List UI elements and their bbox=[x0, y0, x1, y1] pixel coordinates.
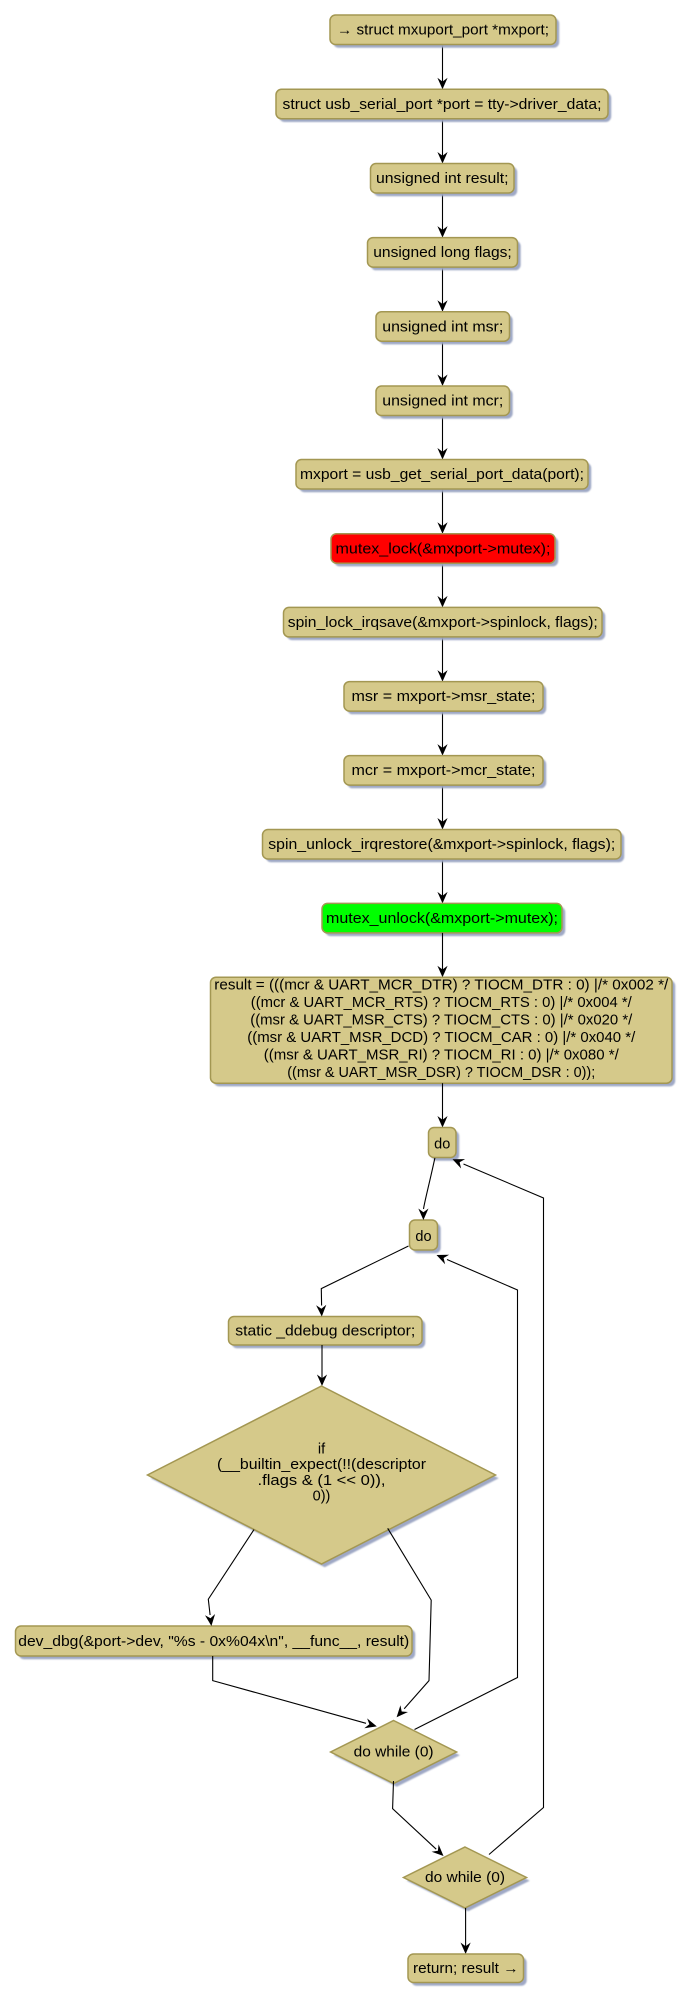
svg-text:return; result →: return; result → bbox=[413, 1961, 519, 1977]
svg-text:spin_lock_irqsave(&mxport->spi: spin_lock_irqsave(&mxport->spinlock, fla… bbox=[288, 615, 598, 631]
svg-text:msr = mxport->msr_state;: msr = mxport->msr_state; bbox=[352, 689, 536, 705]
svg-text:mxport = usb_get_serial_port_d: mxport = usb_get_serial_port_data(port); bbox=[300, 467, 584, 483]
svg-text:0)): 0)) bbox=[313, 1489, 331, 1505]
svg-text:unsigned int result;: unsigned int result; bbox=[376, 171, 509, 187]
svg-text:((msr & UART_MSR_DSR) ? TIOCM_: ((msr & UART_MSR_DSR) ? TIOCM_DSR : 0)); bbox=[287, 1065, 595, 1081]
svg-text:(__builtin_expect(!!(descripto: (__builtin_expect(!!(descriptor bbox=[217, 1457, 426, 1473]
svg-text:do while (0): do while (0) bbox=[425, 1870, 505, 1886]
svg-text:((msr & UART_MSR_CTS) ? TIOCM_: ((msr & UART_MSR_CTS) ? TIOCM_CTS : 0) |… bbox=[250, 1012, 633, 1028]
svg-text:static _ddebug descriptor;: static _ddebug descriptor; bbox=[235, 1324, 415, 1340]
svg-text:dev_dbg(&port->dev, "%s - 0x%0: dev_dbg(&port->dev, "%s - 0x%04x\n", __f… bbox=[18, 1634, 409, 1650]
svg-text:if: if bbox=[318, 1441, 326, 1457]
svg-text:mutex_lock(&mxport->mutex);: mutex_lock(&mxport->mutex); bbox=[336, 541, 551, 557]
svg-text:mcr = mxport->mcr_state;: mcr = mxport->mcr_state; bbox=[352, 763, 536, 779]
svg-text:((mcr & UART_MCR_RTS) ? TIOCM_: ((mcr & UART_MCR_RTS) ? TIOCM_RTS : 0) |… bbox=[251, 995, 633, 1011]
svg-text:unsigned long flags;: unsigned long flags; bbox=[373, 245, 512, 261]
svg-text:do: do bbox=[415, 1229, 431, 1245]
svg-text:struct usb_serial_port *port =: struct usb_serial_port *port = tty->driv… bbox=[283, 97, 602, 113]
svg-text:do: do bbox=[434, 1136, 450, 1152]
svg-text:.flags & (1 << 0)),: .flags & (1 << 0)), bbox=[258, 1473, 386, 1489]
svg-text:unsigned int msr;: unsigned int msr; bbox=[382, 319, 503, 335]
svg-text:do while (0): do while (0) bbox=[354, 1745, 434, 1761]
svg-text:((msr & UART_MSR_RI) ? TIOCM_R: ((msr & UART_MSR_RI) ? TIOCM_RI : 0) |/*… bbox=[264, 1047, 620, 1063]
svg-text:result = (((mcr & UART_MCR_DTR: result = (((mcr & UART_MCR_DTR) ? TIOCM_… bbox=[214, 977, 669, 993]
svg-text:unsigned int mcr;: unsigned int mcr; bbox=[382, 394, 503, 410]
svg-text:spin_unlock_irqrestore(&mxport: spin_unlock_irqrestore(&mxport->spinlock… bbox=[268, 837, 615, 853]
svg-text:mutex_unlock(&mxport->mutex);: mutex_unlock(&mxport->mutex); bbox=[326, 911, 558, 927]
svg-text:((msr & UART_MSR_DCD) ? TIOCM_: ((msr & UART_MSR_DCD) ? TIOCM_CAR : 0) |… bbox=[247, 1030, 636, 1046]
svg-text:→ struct mxuport_port *mxport;: → struct mxuport_port *mxport; bbox=[337, 23, 549, 39]
